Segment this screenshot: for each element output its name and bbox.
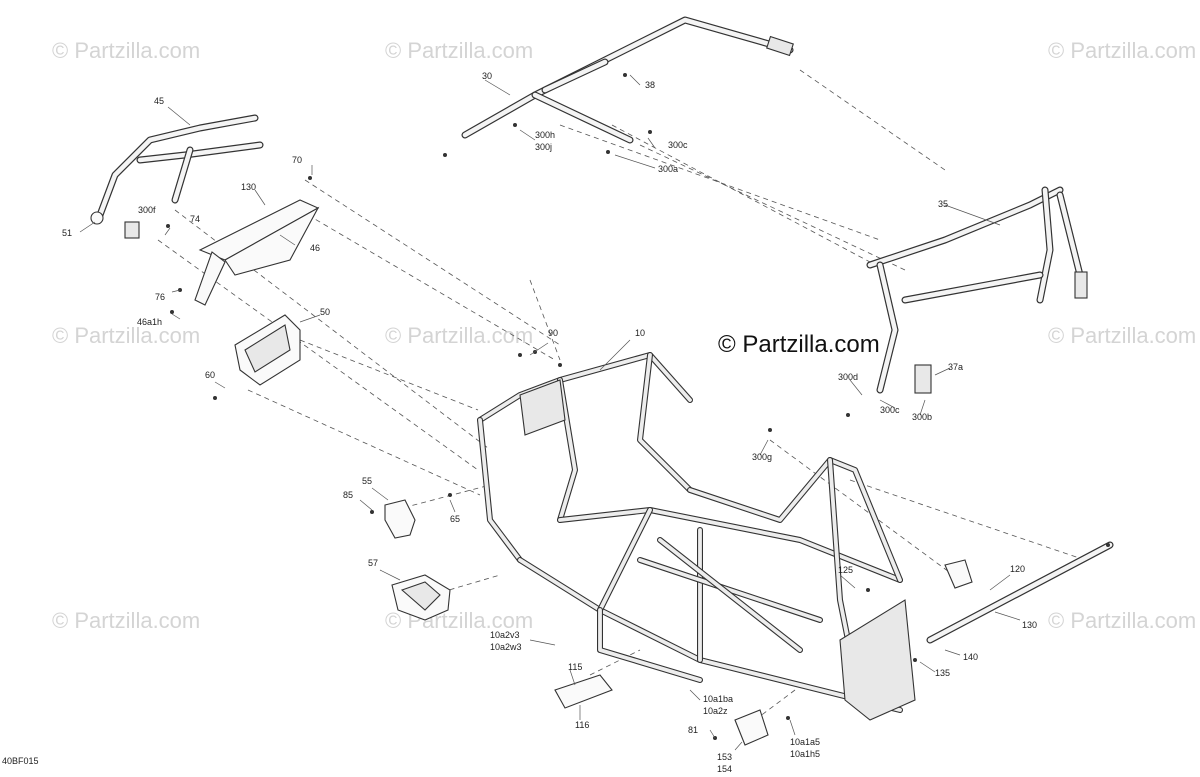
bracket-55 — [384, 499, 416, 539]
callout-label: 10a1ba — [703, 694, 733, 704]
main-chassis-frame — [477, 352, 916, 721]
front-grab-bar — [90, 114, 264, 239]
callout-label: 300j — [535, 142, 552, 152]
callout-label: 81 — [688, 725, 698, 735]
watermark-text: © Partzilla.com — [52, 38, 200, 63]
watermark-text: © Partzilla.com — [1048, 38, 1196, 63]
roof-front-bar — [866, 186, 1088, 394]
callout-label: 55 — [362, 476, 372, 486]
partzilla-brand-text: © Partzilla.com — [718, 331, 880, 358]
watermark-text: © Partzilla.com — [52, 323, 200, 348]
callout-label: 115 — [568, 662, 582, 672]
front-panel — [194, 199, 320, 306]
callout-label: 120 — [1010, 564, 1025, 574]
callout-label: 37a — [948, 362, 963, 372]
callout-label: 10a2v3 — [490, 630, 520, 640]
callout-label: 60 — [205, 370, 215, 380]
callout-label: 300c — [668, 140, 688, 150]
callout-label: 35 — [938, 199, 948, 209]
watermark-text: © Partzilla.com — [1048, 608, 1196, 633]
callout-label: 300d — [838, 372, 858, 382]
callout-label: 300g — [752, 452, 772, 462]
callout-label: 51 — [62, 228, 72, 238]
callout-label: 74 — [190, 214, 200, 224]
callout-label: 85 — [343, 490, 353, 500]
watermark-text: © Partzilla.com — [52, 608, 200, 633]
callout-label: 153 — [717, 752, 732, 762]
callout-label: 116 — [575, 720, 589, 730]
diagram-code: 40BF015 — [2, 756, 39, 766]
watermark-layer: © Partzilla.com © Partzilla.com © Partzi… — [52, 38, 1196, 633]
callout-label: 46a1h — [137, 317, 162, 327]
watermark-text: © Partzilla.com — [1048, 323, 1196, 348]
callout-label: 125 — [838, 565, 853, 575]
callout-label: 57 — [368, 558, 378, 568]
callout-label: 140 — [963, 652, 978, 662]
callout-label: 30 — [482, 71, 492, 81]
callout-label: 10a2z — [703, 706, 728, 716]
callout-label: 10a1a5 — [790, 737, 820, 747]
bracket-116 — [554, 674, 613, 709]
callout-label: 130 — [241, 182, 256, 192]
bracket-57 — [391, 574, 451, 621]
bracket-153 — [734, 709, 769, 746]
callout-label: 10 — [635, 328, 645, 338]
callout-label: 46 — [310, 243, 320, 253]
callout-label: 45 — [154, 96, 164, 106]
callout-label: 130 — [1022, 620, 1037, 630]
callout-label: 38 — [645, 80, 655, 90]
callout-label: 50 — [320, 307, 330, 317]
callout-label: 300b — [912, 412, 932, 422]
callout-label: 90 — [548, 328, 558, 338]
callout-label: 135 — [935, 668, 950, 678]
callout-labels: 45 30 38 300h 300j 300c 300a 35 70 130 3… — [2, 71, 1037, 774]
leader-lines — [79, 74, 1021, 751]
callout-label: 154 — [717, 764, 732, 774]
callout-label: 70 — [292, 155, 302, 165]
callout-label: 65 — [450, 514, 460, 524]
bracket-50 — [234, 314, 301, 386]
side-rail — [926, 541, 1114, 644]
callout-label: 300a — [658, 164, 678, 174]
callout-label: 10a2w3 — [490, 642, 522, 652]
callout-label: 300c — [880, 405, 900, 415]
hardware — [166, 73, 1110, 740]
watermark-text: © Partzilla.com — [385, 38, 533, 63]
callout-label: 300f — [138, 205, 156, 215]
roof-rear-bar — [461, 16, 794, 144]
callout-label: 10a1h5 — [790, 749, 820, 759]
watermark-text: © Partzilla.com — [385, 323, 533, 348]
callout-label: 300h — [535, 130, 555, 140]
callout-label: 76 — [155, 292, 165, 302]
